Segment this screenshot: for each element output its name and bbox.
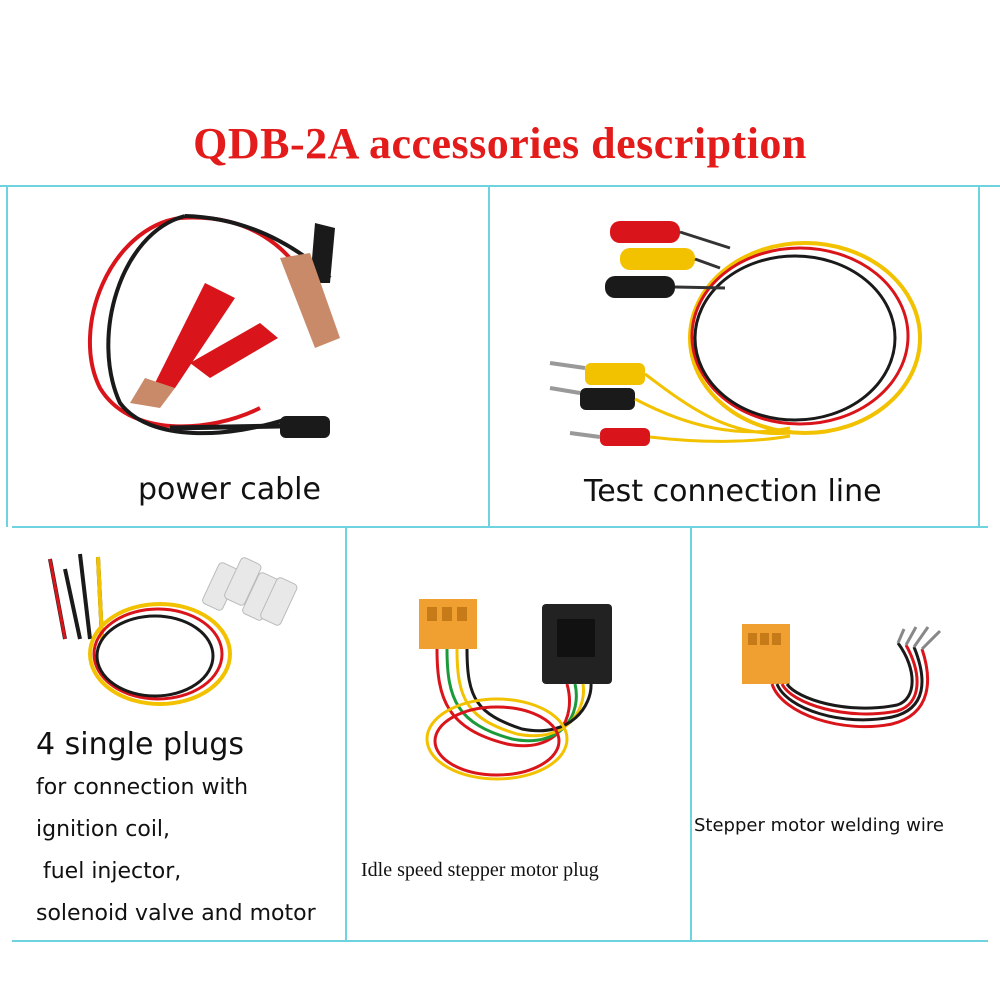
panel-single-plugs: 4 single plugs for connection with ignit… [10, 529, 344, 939]
page-title: QDB-2A accessories description [193, 119, 807, 168]
power-cable-label: power cable [138, 472, 321, 507]
idle-speed-plug-image [419, 599, 612, 781]
test-connection-line-label: Test connection line [584, 474, 882, 509]
single-plugs-image [48, 553, 298, 706]
grid-line-right-top [978, 185, 980, 527]
single-plugs-desc-1: for connection with [36, 775, 249, 800]
grid-line-divider-bottom-2 [690, 527, 692, 941]
panel-idle-speed-plug: Idle speed stepper motor plug [347, 529, 689, 939]
power-cable-image [88, 214, 340, 438]
test-connection-line-image [549, 221, 922, 446]
grid-line-divider-top [488, 185, 490, 527]
grid-line-top [0, 185, 1000, 187]
panel-power-cable: power cable [10, 188, 486, 525]
grid-line-divider-bottom-1 [345, 527, 347, 941]
panel-welding-wire: Stepper motor welding wire [692, 529, 988, 939]
single-plugs-desc-3: fuel injector, [36, 859, 182, 884]
grid-line-left-top [6, 185, 8, 527]
grid-line-bottom [12, 940, 988, 942]
grid-line-middle [12, 526, 988, 528]
welding-wire-image [742, 624, 942, 729]
welding-wire-label: Stepper motor welding wire [694, 815, 944, 836]
idle-speed-plug-label: Idle speed stepper motor plug [361, 859, 599, 881]
single-plugs-desc-2: ignition coil, [36, 817, 171, 842]
single-plugs-label: 4 single plugs [36, 727, 245, 762]
single-plugs-desc-4: solenoid valve and motor [36, 901, 316, 926]
panel-test-connection-line: Test connection line [490, 188, 978, 525]
